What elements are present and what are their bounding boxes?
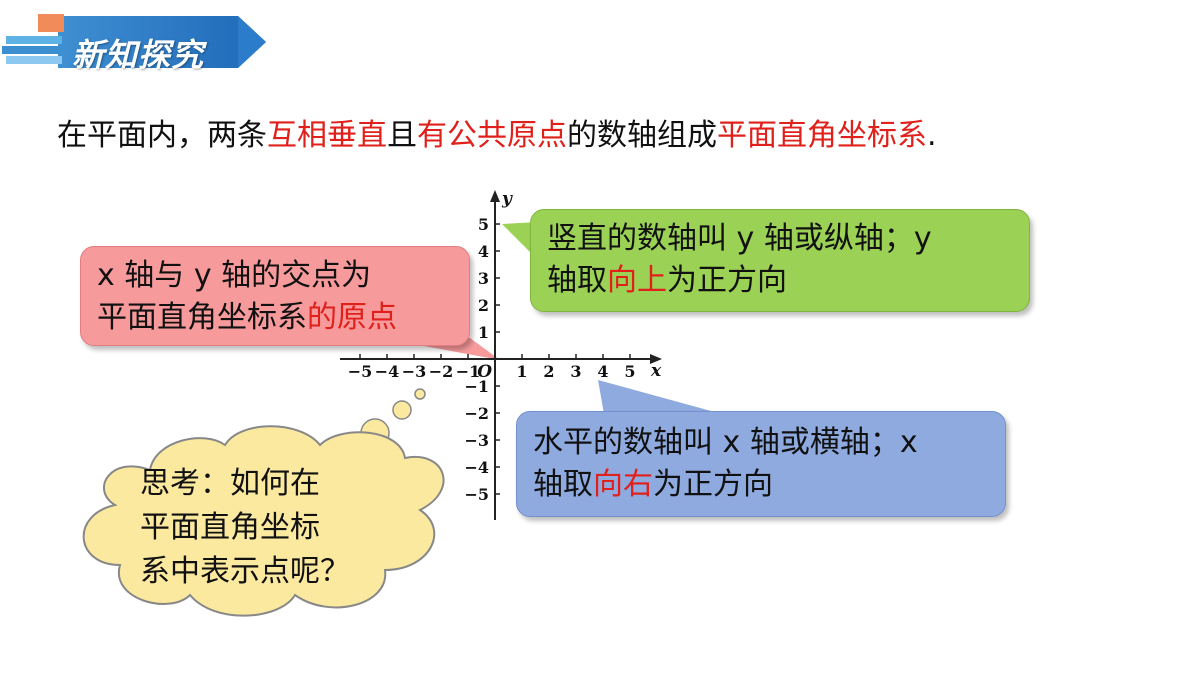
x-tick-label: −4 xyxy=(375,362,400,381)
x-tick-label: 5 xyxy=(624,362,635,381)
banner-background xyxy=(58,16,266,68)
x-axis-callout-line1: 水平的数轴叫 x 轴或横轴；x xyxy=(533,425,918,460)
x-axis-callout-line2: 轴取向右为正方向 xyxy=(533,464,989,506)
y-tick-label: 5 xyxy=(478,215,489,234)
y-axis-callout-text: 轴取 xyxy=(547,263,607,298)
thought-question: 思考：如何在 平面直角坐标 系中表示点呢？ xyxy=(140,462,400,594)
y-axis-callout-highlight: 向上 xyxy=(607,263,667,298)
y-tick-label: 4 xyxy=(478,242,489,261)
intro-part: 在平面内，两条 xyxy=(57,118,267,153)
x-tick-label: 4 xyxy=(597,362,608,381)
x-tick-label: 1 xyxy=(516,362,527,381)
intro-part-highlight: 有公共原点 xyxy=(417,118,567,153)
y-tick-label: 1 xyxy=(478,323,489,342)
y-axis-label: y xyxy=(501,189,513,209)
thought-line: 平面直角坐标 xyxy=(140,510,320,545)
section-title: 新知探究 xyxy=(72,36,205,74)
intro-part: 且 xyxy=(387,118,417,153)
x-axis-arrow xyxy=(650,354,662,364)
x-tick-label: 3 xyxy=(570,362,581,381)
y-tick-label: −3 xyxy=(464,431,489,450)
intro-part-highlight: 平面直角坐标系 xyxy=(717,118,927,153)
origin-callout: x 轴与 y 轴的交点为 平面直角坐标系的原点 xyxy=(80,246,470,346)
y-axis-callout-line2: 轴取向上为正方向 xyxy=(547,260,1013,302)
x-tick-label: −1 xyxy=(456,362,481,381)
y-tick-label: −1 xyxy=(464,377,489,396)
intro-part-highlight: 互相垂直 xyxy=(267,118,387,153)
intro-sentence: 在平面内，两条互相垂直且有公共原点的数轴组成平面直角坐标系. xyxy=(57,110,937,154)
x-tick-label: −5 xyxy=(348,362,373,381)
origin-callout-text: 平面直角坐标系 xyxy=(97,300,307,335)
x-axis-pointer xyxy=(598,380,722,414)
thought-line: 系中表示点呢？ xyxy=(140,554,350,589)
x-axis-callout-text: 为正方向 xyxy=(653,467,773,502)
y-tick-label: −4 xyxy=(464,458,489,477)
x-axis-callout-text: 轴取 xyxy=(533,467,593,502)
y-tick-label: −5 xyxy=(464,485,489,504)
intro-part: . xyxy=(927,118,937,153)
origin-callout-line1: x 轴与 y 轴的交点为 xyxy=(97,258,372,293)
origin-callout-highlight: 的原点 xyxy=(307,300,397,335)
x-tick-label: 2 xyxy=(543,362,554,381)
y-axis-pointer xyxy=(502,222,538,260)
y-tick-label: −2 xyxy=(464,404,489,423)
section-banner: 新知探究 xyxy=(0,14,270,74)
x-tick-label: −2 xyxy=(429,362,454,381)
origin-label: O xyxy=(477,362,492,382)
y-tick-label: 2 xyxy=(478,296,489,315)
y-tick-label: 3 xyxy=(478,269,489,288)
x-axis-callout: 水平的数轴叫 x 轴或横轴；x 轴取向右为正方向 xyxy=(516,411,1006,517)
y-axis-arrow xyxy=(490,190,500,202)
books-icon xyxy=(2,14,64,64)
y-axis-callout: 竖直的数轴叫 y 轴或纵轴；y 轴取向上为正方向 xyxy=(530,209,1030,312)
y-axis-callout-text: 为正方向 xyxy=(667,263,787,298)
x-axis-callout-highlight: 向右 xyxy=(593,467,653,502)
thought-cloud xyxy=(82,388,445,617)
y-axis-callout-line1: 竖直的数轴叫 y 轴或纵轴；y xyxy=(547,221,932,256)
intro-part: 的数轴组成 xyxy=(567,118,717,153)
x-tick-label: −3 xyxy=(402,362,427,381)
origin-callout-line2: 平面直角坐标系的原点 xyxy=(97,297,453,339)
thought-line: 思考：如何在 xyxy=(140,466,320,501)
x-axis-label: x xyxy=(650,361,662,381)
